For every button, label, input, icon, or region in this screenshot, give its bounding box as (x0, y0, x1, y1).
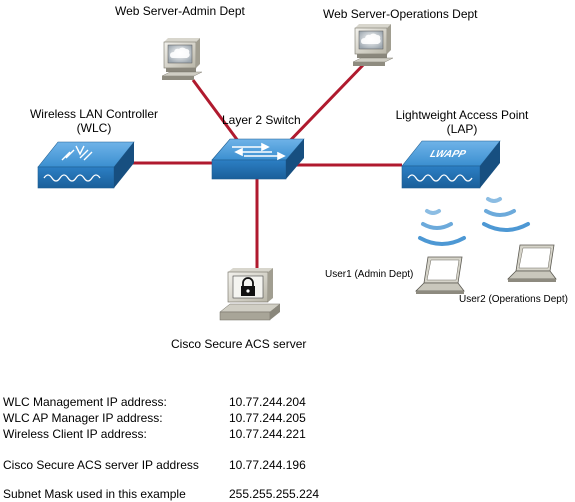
ip-row-label: Wireless Client IP address: (3, 427, 147, 441)
ip-row-label: Cisco Secure ACS server IP address (3, 458, 199, 472)
lap-label-line2: (LAP) (446, 122, 478, 136)
layer2-switch-icon (211, 138, 305, 180)
laptop-user1-icon (415, 256, 465, 294)
web-server-admin-label: Web Server-Admin Dept (115, 4, 245, 18)
laptop-user2-icon (507, 244, 557, 282)
lap-label: Lightweight Access Point (LAP) (382, 108, 542, 136)
acs-server-icon (219, 268, 281, 321)
web-server-admin-icon (161, 38, 203, 80)
wlc-label-line1: Wireless LAN Controller (29, 107, 159, 121)
network-diagram: LWAPP (37, 24, 557, 321)
ip-row-value: 10.77.244.204 (229, 395, 306, 409)
user2-label: User2 (Operations Dept) (459, 294, 568, 305)
ip-row-value: 10.77.244.205 (229, 411, 306, 425)
lwapp-badge: LWAPP (429, 149, 468, 160)
ip-row-value: 10.77.244.196 (229, 458, 306, 472)
ip-row-value: 10.77.244.221 (229, 427, 306, 441)
web-server-operations-icon (352, 24, 394, 66)
wlc-label: Wireless LAN Controller (WLC) (4, 107, 184, 135)
ip-row-label: Subnet Mask used in this example (3, 487, 186, 501)
web-server-operations-label: Web Server-Operations Dept (323, 7, 478, 21)
network-links (130, 60, 402, 268)
lap-label-line1: Lightweight Access Point (395, 108, 529, 122)
ip-row-label: WLC Management IP address: (3, 395, 167, 409)
ip-row-label: WLC AP Manager IP address: (3, 411, 163, 425)
link-admin-server-switch (191, 79, 246, 150)
link-ops-server-switch (280, 60, 368, 151)
lap-icon: LWAPP (401, 140, 501, 189)
ip-row-value: 255.255.255.224 (229, 487, 320, 501)
wlc-icon (37, 141, 135, 189)
wlc-label-line2: (WLC) (76, 121, 112, 135)
user1-label: User1 (Admin Dept) (325, 269, 414, 280)
acs-server-label: Cisco Secure ACS server (171, 337, 307, 351)
radio-waves-icon (418, 197, 530, 246)
switch-label: Layer 2 Switch (222, 113, 301, 127)
